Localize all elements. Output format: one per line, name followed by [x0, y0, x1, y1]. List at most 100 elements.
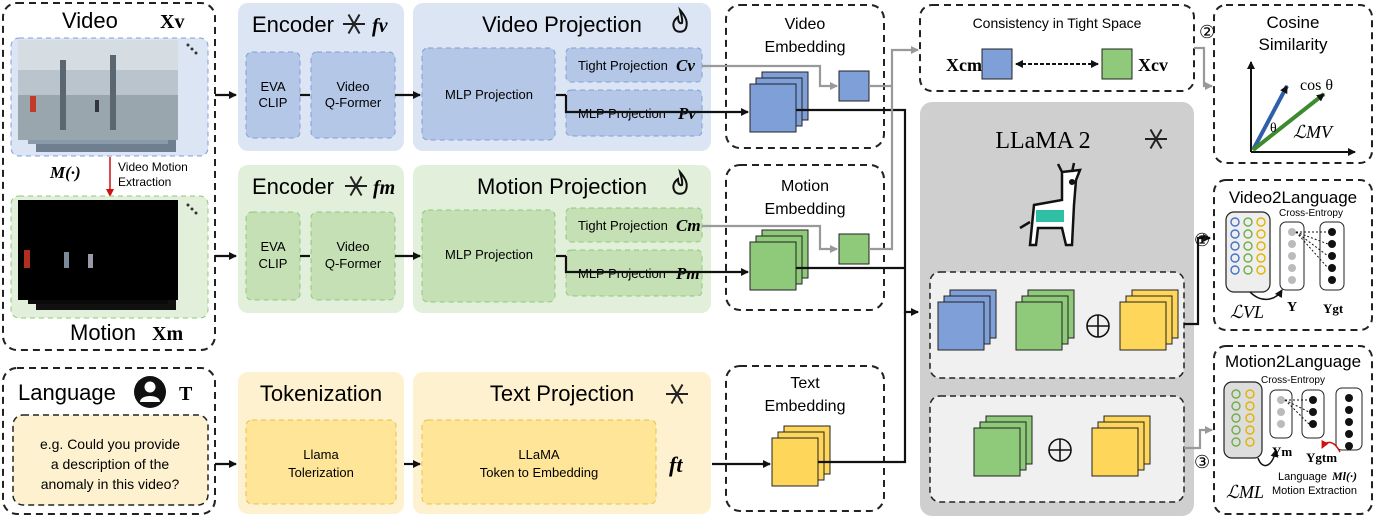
text-embedding-label-2: Embedding: [765, 398, 846, 415]
text-projection-title: Text Projection: [490, 381, 634, 406]
language-example-3: anomaly in this video?: [41, 476, 180, 492]
m2l-ym: Ym: [1272, 444, 1292, 459]
encoder-video: Encoder fv EVA CLIP Video Q-Former: [238, 3, 404, 151]
motion-embedding-label-2: Embedding: [765, 201, 846, 218]
language-panel: Language T e.g. Could you provide a desc…: [2, 367, 216, 515]
snowflake-icon: [1145, 128, 1167, 150]
motion-projection: Motion Projection MLP Projection Tight P…: [413, 165, 711, 313]
video-embedding-label-2: Embedding: [765, 39, 846, 56]
encoder-motion: Encoder fm EVA CLIP Video Q-Former: [238, 165, 404, 313]
v2l-title: Video2Language: [1229, 188, 1357, 207]
motion-title: Motion: [70, 320, 136, 345]
video-tight-label: Tight Projection: [578, 58, 668, 73]
text-embedding-label-1: Text: [790, 375, 820, 392]
video-mlp-label: MLP Projection: [445, 87, 533, 102]
oplus-icon: [1048, 438, 1072, 462]
motion-mlp-label: MLP Projection: [445, 247, 533, 262]
motion-tight-label: Tight Projection: [578, 218, 668, 233]
tokenization-title: Tokenization: [260, 381, 382, 406]
cosine-loss: ℒMV: [1293, 122, 1334, 142]
llama-panel: LLaMA 2: [920, 102, 1194, 516]
motion-embedding: Motion Embedding: [725, 164, 885, 311]
m2l-ml: Ml(·): [1331, 469, 1357, 483]
video-title: Video: [62, 8, 118, 33]
encoder-video-eva-1: EVA: [260, 79, 285, 94]
encoder-motion-symbol: fm: [373, 177, 395, 199]
motion-mlp-p-label: MLP Projection: [578, 266, 666, 281]
motion-mlp-p-symbol: Pm: [675, 264, 700, 283]
motion-symbol: Xm: [152, 323, 183, 345]
text-projection-body-2: Token to Embedding: [480, 465, 599, 480]
cosine-title-1: Cosine: [1267, 13, 1320, 32]
tokenization-body-2: Tolerization: [288, 465, 354, 480]
consistency-title: Consistency in Tight Space: [973, 15, 1142, 31]
llama-icon: [1019, 162, 1082, 247]
text-projection-symbol: ft: [669, 452, 683, 477]
language-symbol: T: [179, 383, 193, 405]
m2l-loss: ℒML: [1226, 482, 1264, 502]
encoder-video-title: Encoder: [252, 12, 334, 37]
v2l-ce: Cross-Entropy: [1279, 208, 1343, 219]
video-mlp-p-label: MLP Projection: [578, 106, 666, 121]
motion-tight-symbol: Cm: [676, 216, 701, 235]
v2l-y: Y: [1287, 300, 1297, 315]
v2l-ygt: Ygt: [1323, 301, 1344, 316]
encoder-motion-qformer-2: Q-Former: [325, 256, 382, 271]
encoder-video-qformer-1: Video: [336, 79, 369, 94]
encoder-motion-eva-2: CLIP: [259, 256, 288, 271]
v2l-input-tokens: [1230, 217, 1266, 275]
encoder-video-eva-2: CLIP: [259, 95, 288, 110]
motion-projection-title: Motion Projection: [477, 174, 647, 199]
video-projection-title: Video Projection: [482, 12, 642, 37]
snowflake-icon: [666, 383, 688, 405]
m2l-motion-ext: Motion Extraction: [1272, 485, 1357, 497]
video-mlp-p-symbol: Pv: [677, 104, 696, 123]
m2l-title: Motion2Language: [1225, 352, 1361, 371]
motion-frames: [10, 195, 209, 319]
m2l-ygtm: Ygtm: [1306, 450, 1337, 465]
snowflake-icon: [345, 175, 367, 197]
connectors: [215, 91, 1211, 468]
motion-embedding-label-1: Motion: [781, 178, 829, 195]
step-2-marker: ②: [1199, 22, 1215, 43]
consistency-left: Xcm: [946, 55, 982, 75]
encoder-motion-title: Encoder: [252, 174, 334, 199]
step-3-marker: ③: [1194, 452, 1210, 473]
text-projection-body-1: LLaMA: [518, 447, 560, 462]
video-frames: [10, 37, 209, 157]
video-tight-symbol: Cv: [676, 56, 695, 75]
extraction-label-1: Video Motion: [118, 160, 188, 174]
v2l-panel: Video2Language Cross-Entropy ℒVL Y Ygt: [1213, 179, 1373, 331]
consistency-right: Xcv: [1138, 55, 1168, 75]
video-embedding-label-1: Video: [785, 16, 826, 33]
oplus-icon: [1086, 314, 1110, 338]
cosine-panel: Cosine Similarity θ cos θ ℒMV: [1213, 4, 1373, 164]
language-example-1: e.g. Could you provide: [40, 436, 180, 452]
video-projection: Video Projection MLP Projection Tight Pr…: [413, 3, 711, 151]
encoder-video-qformer-2: Q-Former: [325, 95, 382, 110]
cosine-cos: cos θ: [1300, 77, 1333, 94]
v2l-loss: ℒVL: [1230, 302, 1264, 322]
fire-icon: [672, 6, 688, 33]
tokenization: Tokenization Llama Tolerization: [238, 372, 404, 514]
snowflake-icon: [343, 13, 365, 35]
motion-function: M(·): [49, 163, 81, 182]
text-projection: Text Projection LLaMA Token to Embedding…: [413, 372, 711, 514]
extraction-label-2: Extraction: [118, 175, 171, 189]
llama-title: LLaMA 2: [995, 128, 1090, 154]
step-1-marker: ①: [1194, 230, 1210, 251]
video-motion-panel: Video Xv M(·) Video Motion Extraction: [2, 2, 216, 351]
gray-connectors: [702, 46, 1213, 450]
language-example-2: a description of the: [51, 456, 170, 472]
language-title: Language: [18, 380, 116, 405]
consistency-panel: Consistency in Tight Space Xcm Xcv: [919, 4, 1195, 92]
text-embedding: Text Embedding: [725, 365, 885, 512]
encoder-motion-qformer-1: Video: [336, 239, 369, 254]
m2l-ce: Cross-Entropy: [1261, 375, 1325, 386]
video-embedding: Video Embedding: [725, 4, 885, 149]
encoder-motion-eva-1: EVA: [260, 239, 285, 254]
fire-icon: [672, 168, 688, 195]
user-icon: [134, 376, 166, 408]
cosine-title-2: Similarity: [1259, 35, 1328, 54]
